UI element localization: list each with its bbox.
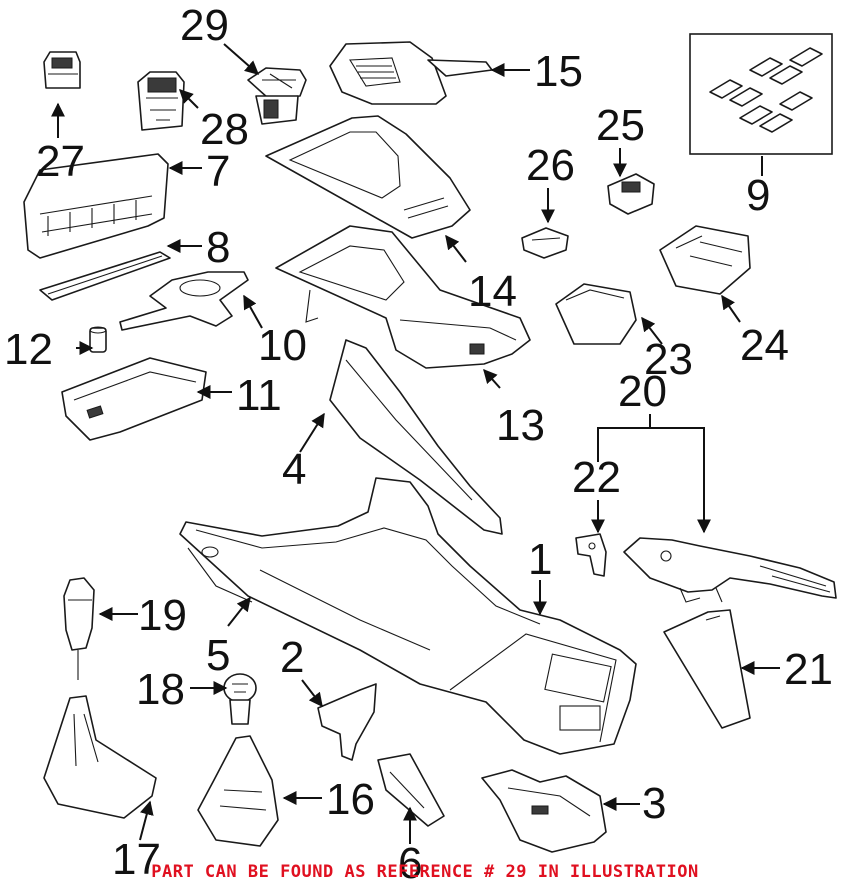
callout-11: 11 — [236, 371, 282, 420]
callout-18: 18 — [136, 665, 185, 714]
callout-20: 20 — [618, 367, 667, 416]
callout-15: 15 — [534, 47, 583, 96]
part-11-drawing — [61, 357, 207, 441]
callout-6: 6 — [398, 839, 422, 888]
callout-10: 10 — [258, 321, 307, 370]
part-26-drawing — [521, 227, 569, 259]
part-12-drawing — [89, 326, 107, 353]
callout-27: 27 — [36, 137, 85, 186]
reference-note: PART CAN BE FOUND AS REFERENCE # 29 IN I… — [151, 862, 699, 882]
callout-29: 29 — [180, 1, 229, 50]
part-18-drawing — [223, 673, 257, 725]
callout-3: 3 — [642, 779, 666, 828]
callout-24: 24 — [740, 321, 789, 370]
part-5-drawing — [187, 547, 253, 603]
callout-9: 9 — [746, 171, 770, 220]
part-1-drawing — [179, 477, 637, 755]
part-15-drawing — [329, 41, 493, 105]
callout-14: 14 — [468, 267, 517, 316]
callout-19: 19 — [138, 591, 187, 640]
part-7-drawing — [23, 153, 169, 259]
part-8-drawing — [39, 251, 171, 301]
part-19-drawing — [63, 577, 95, 680]
part-21-drawing — [663, 609, 751, 729]
callout-23: 23 — [644, 335, 693, 384]
part-9-drawing — [689, 33, 833, 155]
callout-25: 25 — [596, 101, 645, 150]
part-25-drawing — [607, 173, 655, 215]
part-29-drawing — [247, 67, 307, 125]
leader-lines — [51, 43, 780, 844]
callout-5: 5 — [206, 631, 230, 680]
callout-21: 21 — [784, 645, 833, 694]
part-3-drawing — [481, 769, 607, 853]
part-4-drawing — [329, 339, 503, 535]
callout-16: 16 — [326, 775, 375, 824]
part-10-drawing — [119, 271, 249, 331]
callout-2: 2 — [280, 633, 304, 682]
callout-8: 8 — [206, 223, 230, 272]
part-23-drawing — [555, 283, 637, 345]
part-28-drawing — [137, 71, 185, 131]
part-13-drawing — [275, 225, 531, 369]
part-16-drawing — [197, 735, 279, 847]
callout-4: 4 — [282, 445, 306, 494]
part-24-drawing — [659, 225, 751, 295]
part-20-drawing — [623, 537, 837, 603]
part-2-drawing — [317, 683, 377, 761]
callout-7: 7 — [206, 147, 230, 196]
callout-28: 28 — [200, 105, 249, 154]
callout-17: 17 — [112, 835, 161, 884]
callout-12: 12 — [4, 325, 53, 374]
part-22-drawing — [575, 533, 607, 577]
callout-22: 22 — [572, 453, 621, 502]
part-27-drawing — [43, 51, 81, 89]
callout-labels: 29 15 27 28 7 8 9 25 26 10 12 11 14 13 2… — [4, 1, 833, 888]
part-17-drawing — [43, 695, 157, 819]
callout-1: 1 — [528, 535, 552, 584]
callout-26: 26 — [526, 141, 575, 190]
part-6-drawing — [377, 753, 445, 827]
callout-13: 13 — [496, 401, 545, 450]
part-14-drawing — [265, 115, 471, 239]
